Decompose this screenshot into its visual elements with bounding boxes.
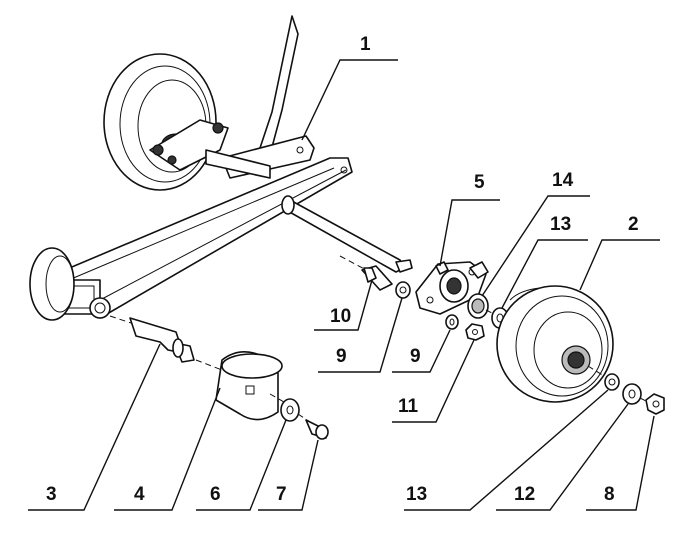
spacer-14 (467, 293, 489, 319)
label-5: 5 (474, 172, 485, 193)
part-labels: 1 5 14 13 2 10 9 9 11 3 4 6 7 13 12 8 (46, 34, 639, 505)
washer-9-bottom (445, 314, 459, 330)
label-4: 4 (134, 484, 145, 505)
label-12: 12 (514, 484, 535, 505)
label-6: 6 (210, 484, 221, 505)
leader-lines (28, 59, 660, 511)
nut-8 (639, 393, 665, 415)
label-9-left: 9 (336, 346, 347, 367)
washer-6 (280, 398, 300, 422)
label-3: 3 (46, 484, 57, 505)
bolt-7 (297, 413, 329, 440)
label-7: 7 (276, 484, 287, 505)
washer-9-top (395, 281, 411, 299)
bearing-flange-5 (415, 261, 489, 315)
bolt-10 (339, 255, 393, 291)
label-2: 2 (628, 214, 639, 235)
rear-wheel (103, 53, 229, 191)
label-13-bottom: 13 (406, 484, 427, 505)
label-9-right: 9 (410, 346, 421, 367)
label-14: 14 (552, 170, 574, 191)
roller-drum-4 (215, 351, 285, 421)
nut-11 (465, 323, 485, 341)
label-8: 8 (604, 484, 615, 505)
label-1: 1 (360, 34, 371, 55)
wheel-2 (496, 285, 614, 403)
front-roller (29, 247, 75, 321)
label-11: 11 (398, 396, 419, 417)
label-10: 10 (330, 306, 351, 327)
washer-13-bottom (587, 365, 620, 391)
washer-12 (622, 383, 642, 405)
axle-pin-3 (109, 315, 223, 371)
label-13-top: 13 (550, 214, 571, 235)
frame (59, 135, 413, 319)
